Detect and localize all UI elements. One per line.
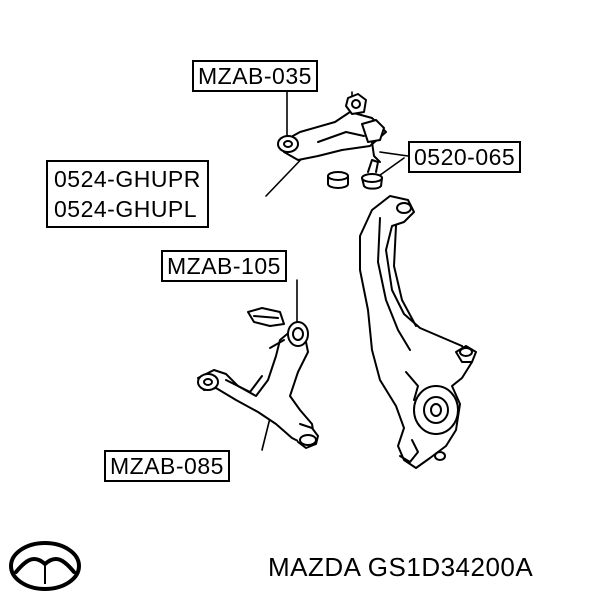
lower-control-arm <box>197 307 319 449</box>
upper-control-arm <box>277 93 387 163</box>
label-ball-joint: 0520-065 <box>408 141 522 173</box>
part-reference: MAZDA GS1D34200A <box>268 552 534 582</box>
label-lower-arm-rear: MZAB-085 <box>104 450 230 482</box>
mazda-logo-icon <box>9 541 81 591</box>
label-upper-arm-bushings: 0524-GHUPR 0524-GHUPL <box>46 160 209 228</box>
label-upper-arm-text: MZAB-035 <box>198 63 312 89</box>
leader-ball-joint-a <box>379 151 409 157</box>
steering-knuckle <box>359 195 477 469</box>
label-upper-arm: MZAB-035 <box>192 60 318 92</box>
label-lower-arm-front-text: MZAB-105 <box>167 253 281 279</box>
label-ball-joint-text: 0520-065 <box>414 144 516 170</box>
label-bushing-right-text: 0524-GHUPR <box>54 166 201 192</box>
label-lower-arm-front: MZAB-105 <box>161 250 287 282</box>
label-bushing-left-text: 0524-GHUPL <box>54 196 198 222</box>
upper-arm-bushings <box>327 159 383 190</box>
leader-ball-joint-b <box>375 157 405 179</box>
label-lower-arm-rear-text: MZAB-085 <box>110 453 224 479</box>
